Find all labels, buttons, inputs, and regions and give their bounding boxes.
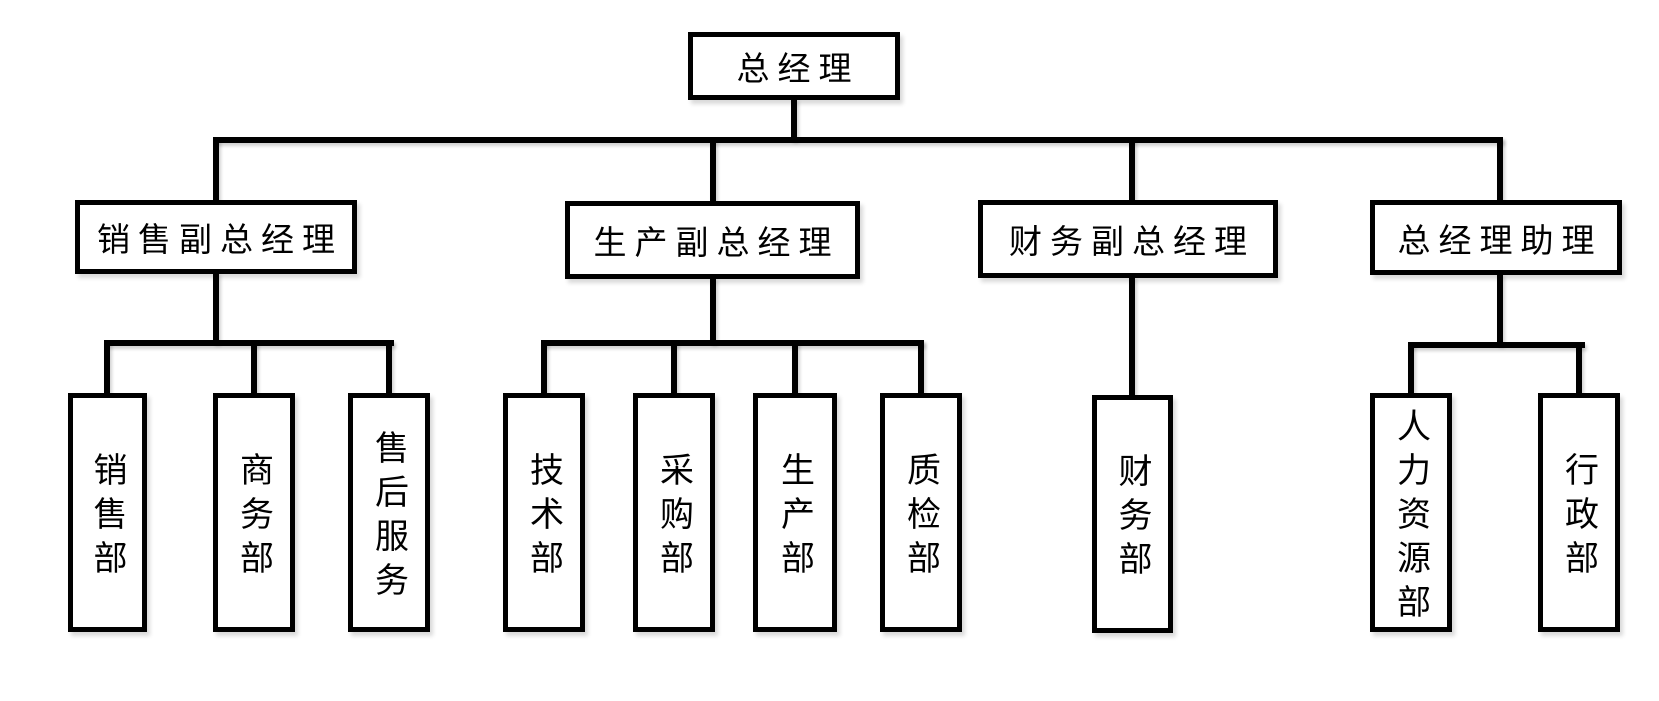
node-general-manager-label: 总经理 xyxy=(736,49,860,88)
connector-drop-qc-dept xyxy=(918,340,924,395)
connector-production-stub xyxy=(710,277,716,343)
connector-assistant-rail xyxy=(1408,342,1585,348)
node-aftersales-service: 售后服务 xyxy=(348,393,430,632)
node-finance-vp: 财务副总经理 xyxy=(978,200,1278,278)
connector-sales-rail xyxy=(104,340,394,346)
connector-sales-stub xyxy=(213,272,219,343)
node-sales-vp-label: 销售副总经理 xyxy=(97,220,343,259)
connector-drop-hr-dept xyxy=(1408,342,1414,395)
node-production-dept: 生产部 xyxy=(753,393,837,632)
node-finance-vp-label: 财务副总经理 xyxy=(1009,222,1255,261)
connector-assistant-stub xyxy=(1497,273,1503,345)
node-sales-vp: 销售副总经理 xyxy=(75,200,357,274)
node-hr-dept-label: 人力资源部 xyxy=(1390,407,1431,628)
node-qc-dept-label: 质检部 xyxy=(900,451,941,584)
connector-drop-gm-assistant xyxy=(1497,137,1503,202)
connector-drop-aftersales xyxy=(386,340,392,395)
connector-drop-business-dept xyxy=(251,340,257,395)
node-admin-dept-label: 行政部 xyxy=(1558,451,1599,584)
node-gm-assistant-label: 总经理助理 xyxy=(1397,220,1603,260)
node-tech-dept: 技术部 xyxy=(503,393,585,632)
connector-drop-finance-vp xyxy=(1129,137,1135,202)
node-gm-assistant: 总经理助理 xyxy=(1370,200,1622,275)
node-procurement-dept-label: 采购部 xyxy=(653,451,694,584)
connector-drop-production-dept xyxy=(792,340,798,395)
connector-drop-admin-dept xyxy=(1576,342,1582,395)
node-finance-dept-label: 财务部 xyxy=(1112,453,1152,585)
node-production-dept-label: 生产部 xyxy=(774,451,815,584)
connector-drop-production-vp xyxy=(710,137,716,203)
connector-root-stub xyxy=(791,98,797,140)
node-procurement-dept: 采购部 xyxy=(633,393,715,632)
connector-drop-sales-dept xyxy=(104,340,110,395)
node-sales-dept-label: 销售部 xyxy=(87,451,127,584)
node-qc-dept: 质检部 xyxy=(880,393,962,632)
connector-finance-line xyxy=(1129,276,1135,397)
node-aftersales-service-label: 售后服务 xyxy=(368,429,409,606)
connector-production-rail xyxy=(541,340,924,346)
connector-drop-tech-dept xyxy=(541,340,547,395)
connector-drop-sales-vp xyxy=(213,137,219,202)
node-tech-dept-label: 技术部 xyxy=(523,451,564,584)
node-production-vp-label: 生产副总经理 xyxy=(593,223,840,262)
node-admin-dept: 行政部 xyxy=(1538,393,1620,632)
node-general-manager: 总经理 xyxy=(688,32,900,100)
node-business-dept-label: 商务部 xyxy=(233,451,274,584)
node-sales-dept: 销售部 xyxy=(68,393,147,632)
node-business-dept: 商务部 xyxy=(213,393,295,632)
connector-main-rail xyxy=(213,137,1503,143)
node-hr-dept: 人力资源部 xyxy=(1370,393,1452,632)
node-finance-dept: 财务部 xyxy=(1092,395,1173,633)
node-production-vp: 生产副总经理 xyxy=(565,201,860,279)
connector-drop-procurement-dept xyxy=(671,340,677,395)
